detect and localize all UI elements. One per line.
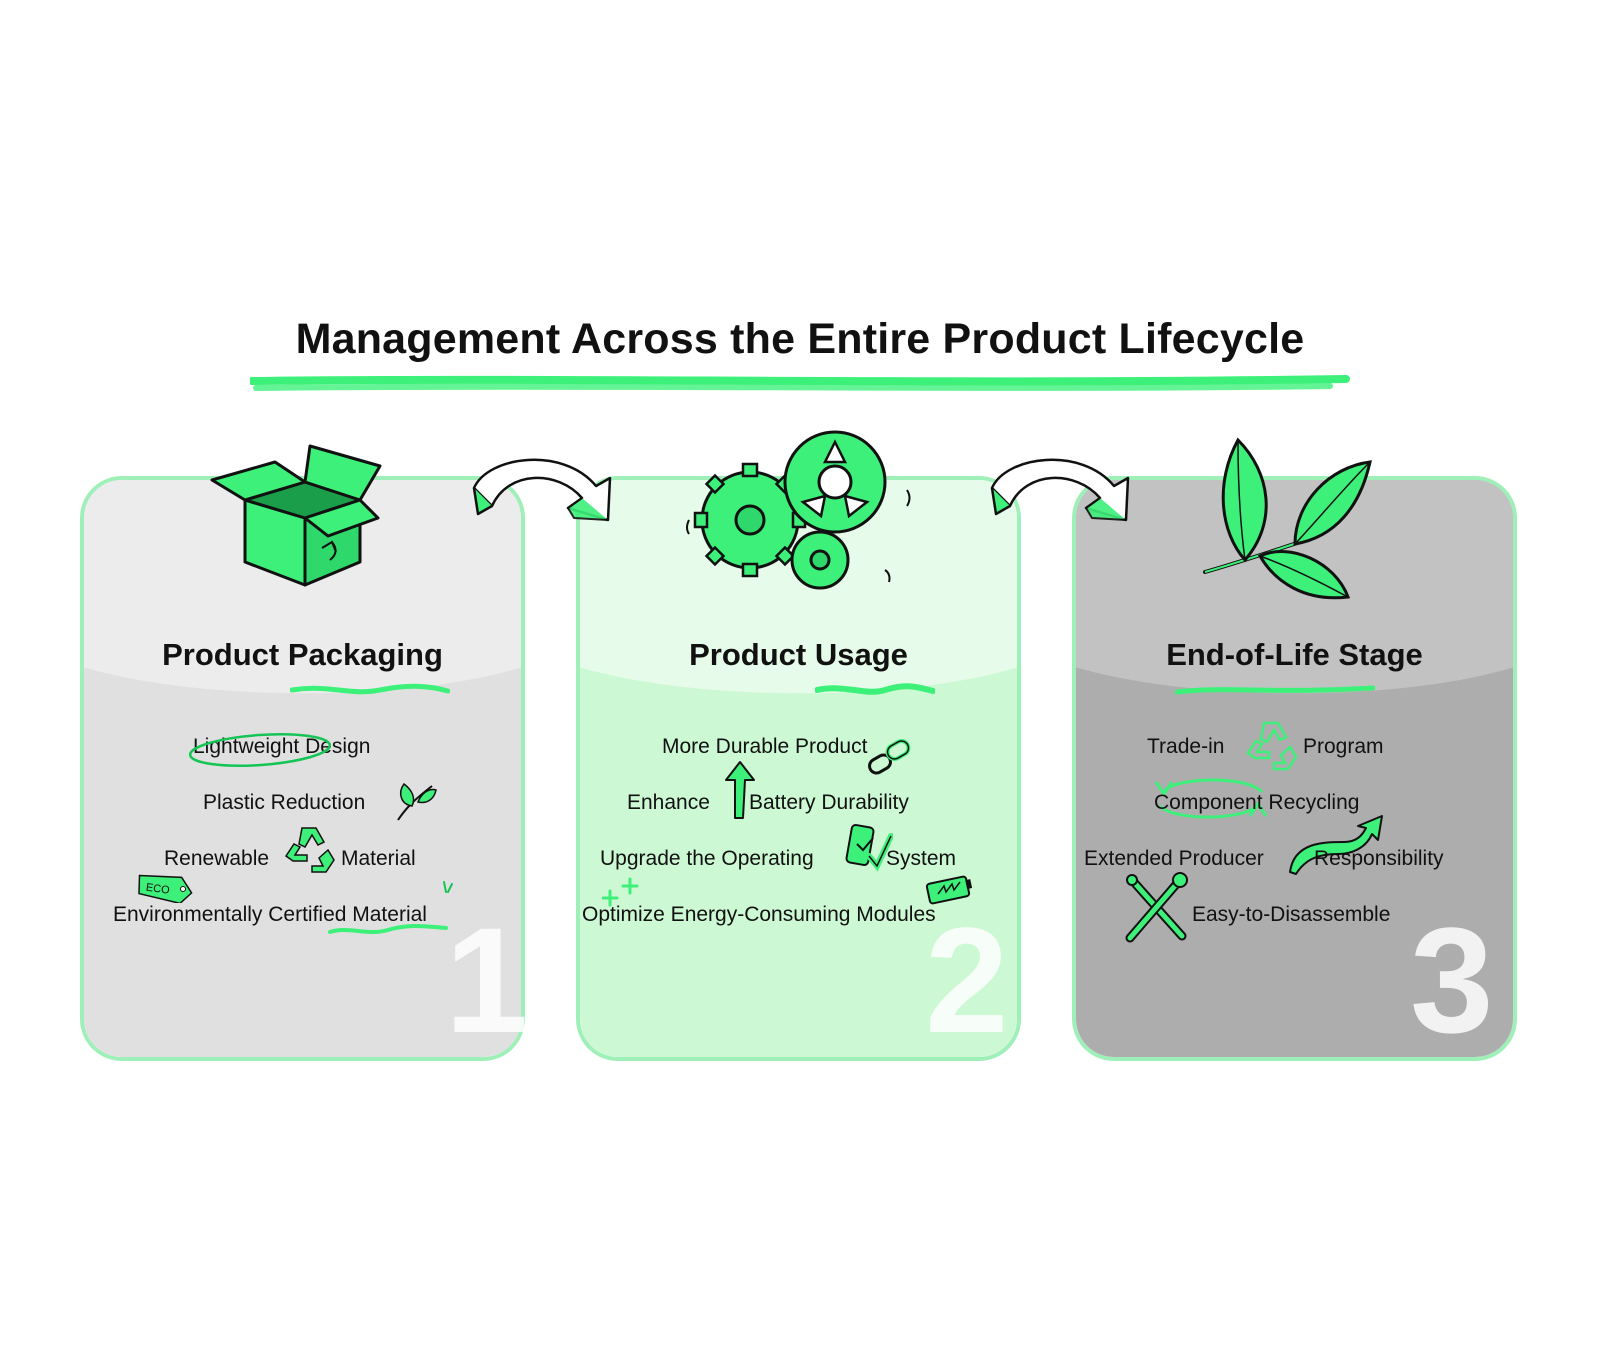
page-title: Management Across the Entire Product Lif…	[295, 315, 1305, 363]
list-item: Upgrade the Operating	[600, 847, 814, 870]
plus-sparkle-icon	[602, 877, 639, 907]
tools-icon	[1125, 872, 1188, 943]
list-item: Renewable	[164, 847, 270, 870]
stage-arrow-icon	[990, 458, 1130, 522]
list-item: Material	[341, 847, 416, 870]
stage-arrow-icon	[472, 458, 612, 522]
list-item: Responsibility	[1314, 847, 1444, 870]
list-item: Environmentally Certified Material	[113, 903, 427, 926]
stage-title-underline	[290, 683, 450, 695]
chain-link-icon	[868, 739, 911, 775]
stage-title: Product Usage	[689, 637, 908, 672]
cycle-arrows-icon	[1154, 778, 1268, 819]
scribble-highlight-icon	[188, 733, 332, 767]
open-box-icon	[210, 444, 382, 587]
arrow-up-icon	[725, 761, 755, 819]
growth-arrow-icon	[1289, 815, 1383, 875]
eco-tag-label: ECO	[145, 882, 171, 897]
stage-number: 1	[445, 896, 529, 1064]
list-item: Enhance	[627, 791, 710, 814]
list-item: More Durable Product	[662, 735, 868, 758]
leaf-icon	[397, 782, 437, 821]
list-item: Optimize Energy-Consuming Modules	[582, 903, 936, 926]
eco-tag-icon: ECO	[138, 874, 193, 903]
stage-number: 3	[1410, 896, 1494, 1064]
phone-check-icon	[845, 824, 893, 872]
list-item: System	[886, 847, 957, 870]
sparkle-icon	[443, 881, 453, 893]
list-item: Easy-to-Disassemble	[1192, 903, 1391, 926]
list-item: Trade-in	[1147, 735, 1225, 758]
stage-title-underline	[1175, 685, 1375, 695]
leaves-icon	[1203, 437, 1372, 600]
stage-title: End-of-Life Stage	[1166, 637, 1423, 672]
list-item: Extended Producer	[1084, 847, 1264, 870]
list-item: Plastic Reduction	[203, 791, 366, 814]
stage-number: 2	[925, 896, 1009, 1064]
list-item: Component Recycling	[1154, 791, 1360, 814]
gears-icon	[686, 430, 911, 590]
title-block: Management Across the Entire Product Lif…	[0, 315, 1600, 364]
list-item: Program	[1303, 735, 1384, 758]
scribble-underline-icon	[328, 924, 448, 934]
list-item: Battery Durability	[749, 791, 909, 814]
recycle-icon	[284, 827, 335, 873]
battery-icon	[925, 875, 973, 905]
title-underline	[250, 375, 1350, 391]
stage-title: Product Packaging	[162, 637, 443, 672]
stage-title-underline	[815, 683, 935, 695]
recycle-icon	[1246, 721, 1298, 771]
